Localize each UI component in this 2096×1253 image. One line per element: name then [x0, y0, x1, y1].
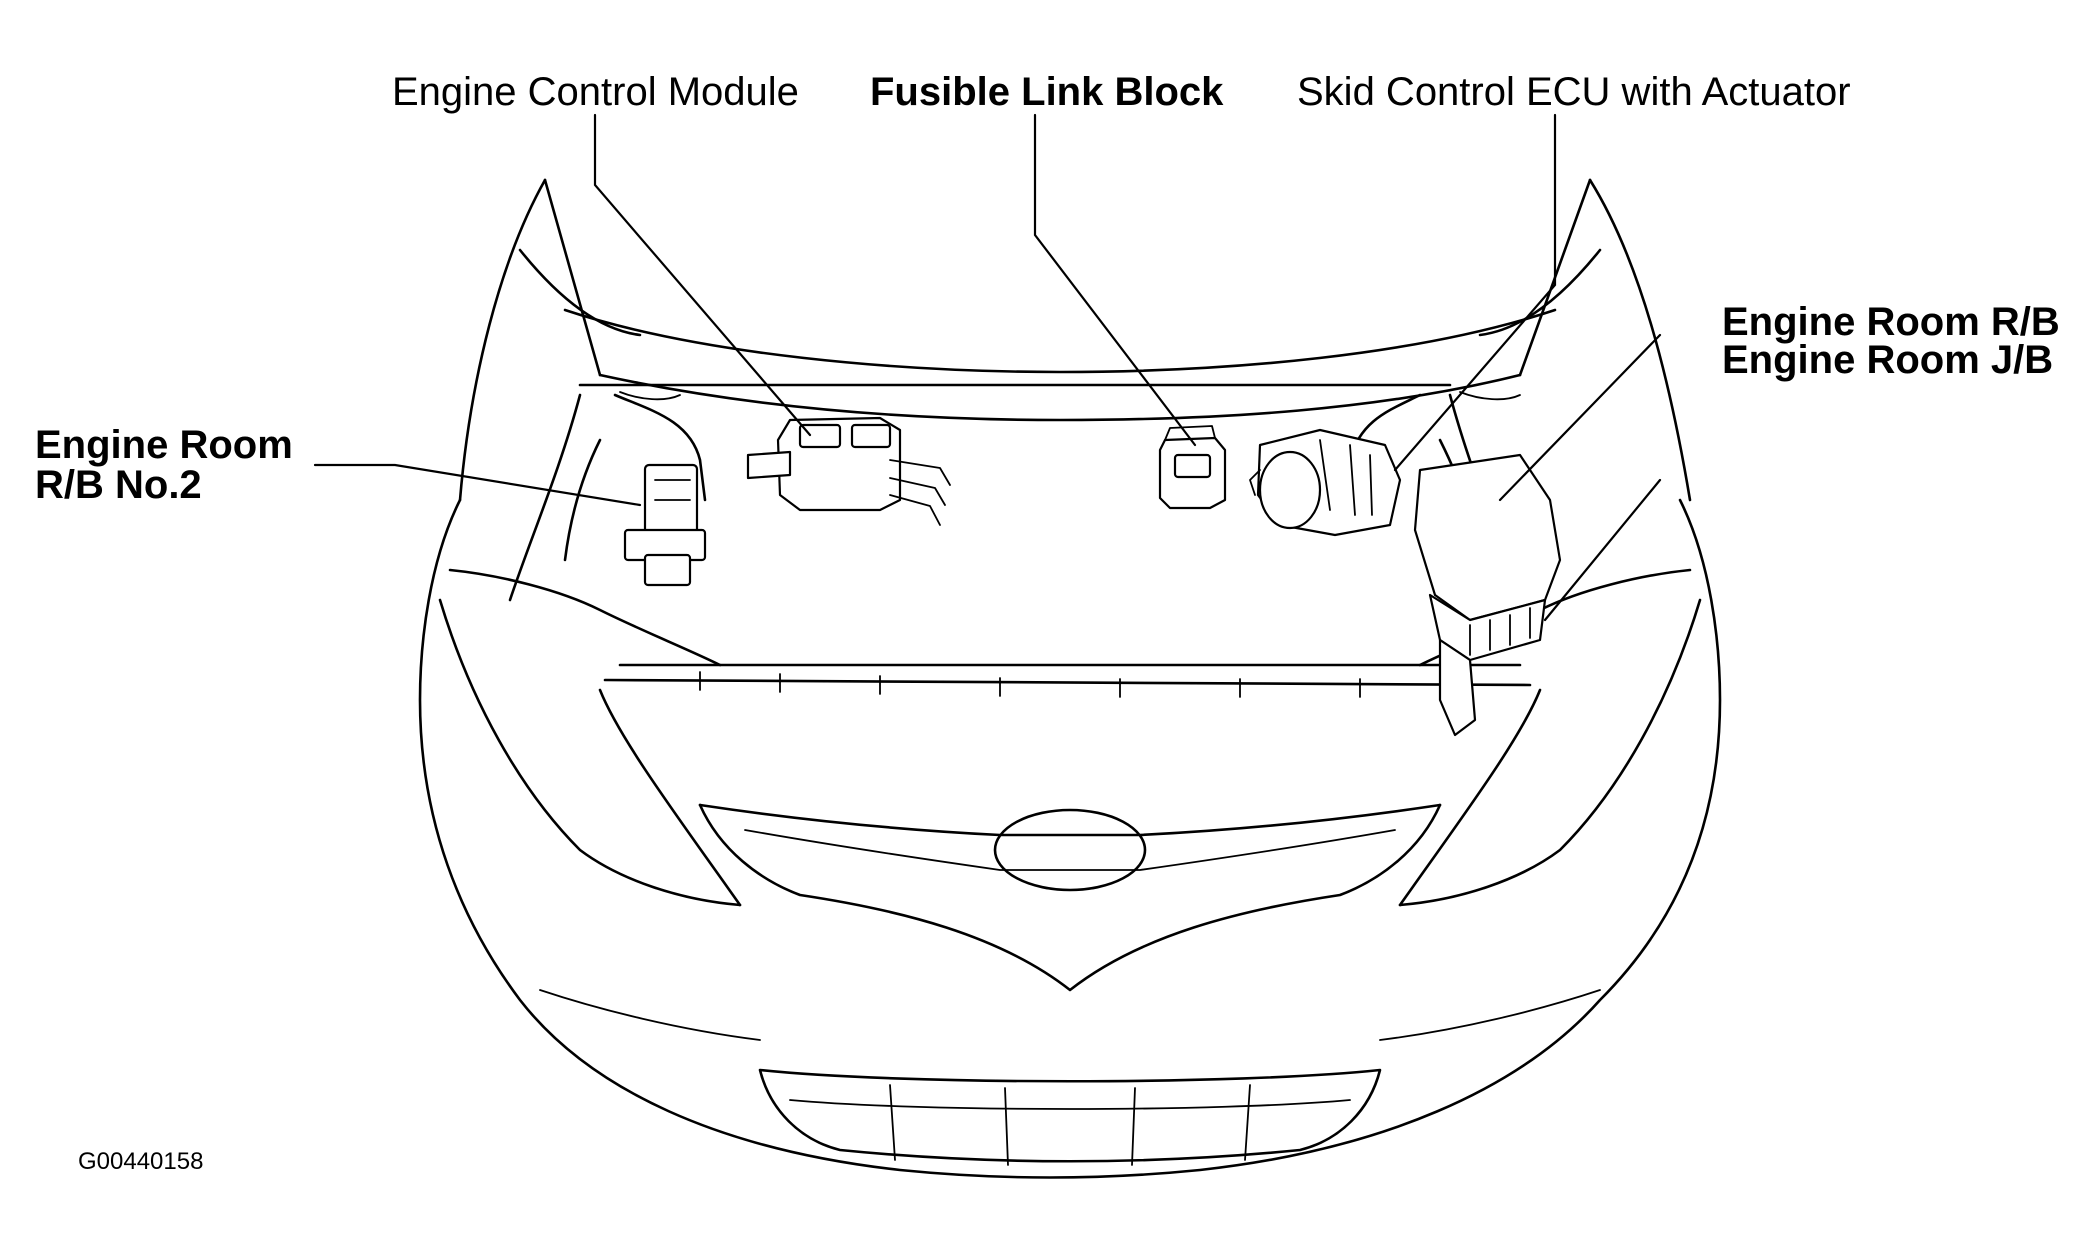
- engine-room-rb-jb-part: [1413, 453, 1562, 737]
- label-skid-control-ecu: Skid Control ECU with Actuator: [1297, 70, 1851, 114]
- leader-lines: [313, 113, 1662, 622]
- open-hood: [458, 178, 1692, 502]
- leader-skid-control-ecu: [1393, 113, 1557, 472]
- label-engine-room-rb: Engine Room R/B: [1722, 300, 2060, 344]
- leader-fusible-link-block: [1033, 113, 1197, 447]
- label-engine-room-rb-no2-line2: R/B No.2: [35, 463, 202, 507]
- fusible-link-block-part: [1158, 425, 1227, 510]
- engine-room-rb-no2-part: [623, 463, 707, 587]
- lower-grille: [758, 1068, 1382, 1166]
- leader-engine-control-module: [593, 113, 812, 437]
- emblem-icon: [993, 808, 1147, 892]
- upper-grille: [698, 803, 1442, 992]
- label-engine-room-rb-no2-line1: Engine Room: [35, 423, 293, 467]
- front-body: [418, 498, 1722, 1179]
- engine-control-module-part: [746, 416, 951, 526]
- figure-id: G00440158: [78, 1148, 204, 1175]
- leader-engine-room-rb-no2: [313, 463, 642, 507]
- skid-control-ecu-part: [1249, 428, 1402, 537]
- label-engine-control-module: Engine Control Module: [392, 70, 799, 114]
- label-fusible-link-block: Fusible Link Block: [870, 70, 1224, 114]
- leader-engine-room-rb-jb: [1498, 333, 1662, 502]
- radiator-support: [603, 663, 1532, 698]
- leader-engine-room-rb-jb-lower: [1543, 478, 1662, 622]
- label-engine-room-jb: Engine Room J/B: [1722, 338, 2054, 382]
